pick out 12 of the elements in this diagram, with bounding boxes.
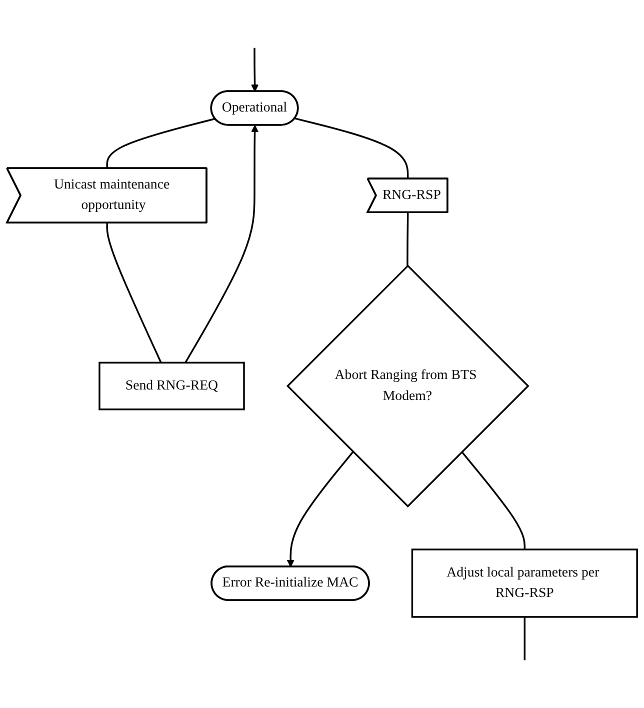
connector [406,212,409,266]
connector [106,222,162,363]
arrow [250,48,259,92]
connector [106,118,216,168]
connector [294,118,409,179]
arrow [286,451,354,568]
connector [524,616,526,660]
arrow [184,124,259,364]
node-box: Adjust local parameters per RNG-RSP [411,548,638,618]
node-box: Send RNG-REQ [98,362,245,410]
node-diamond: Abort Ranging from BTS Modem? [286,264,530,508]
connector [461,451,526,550]
